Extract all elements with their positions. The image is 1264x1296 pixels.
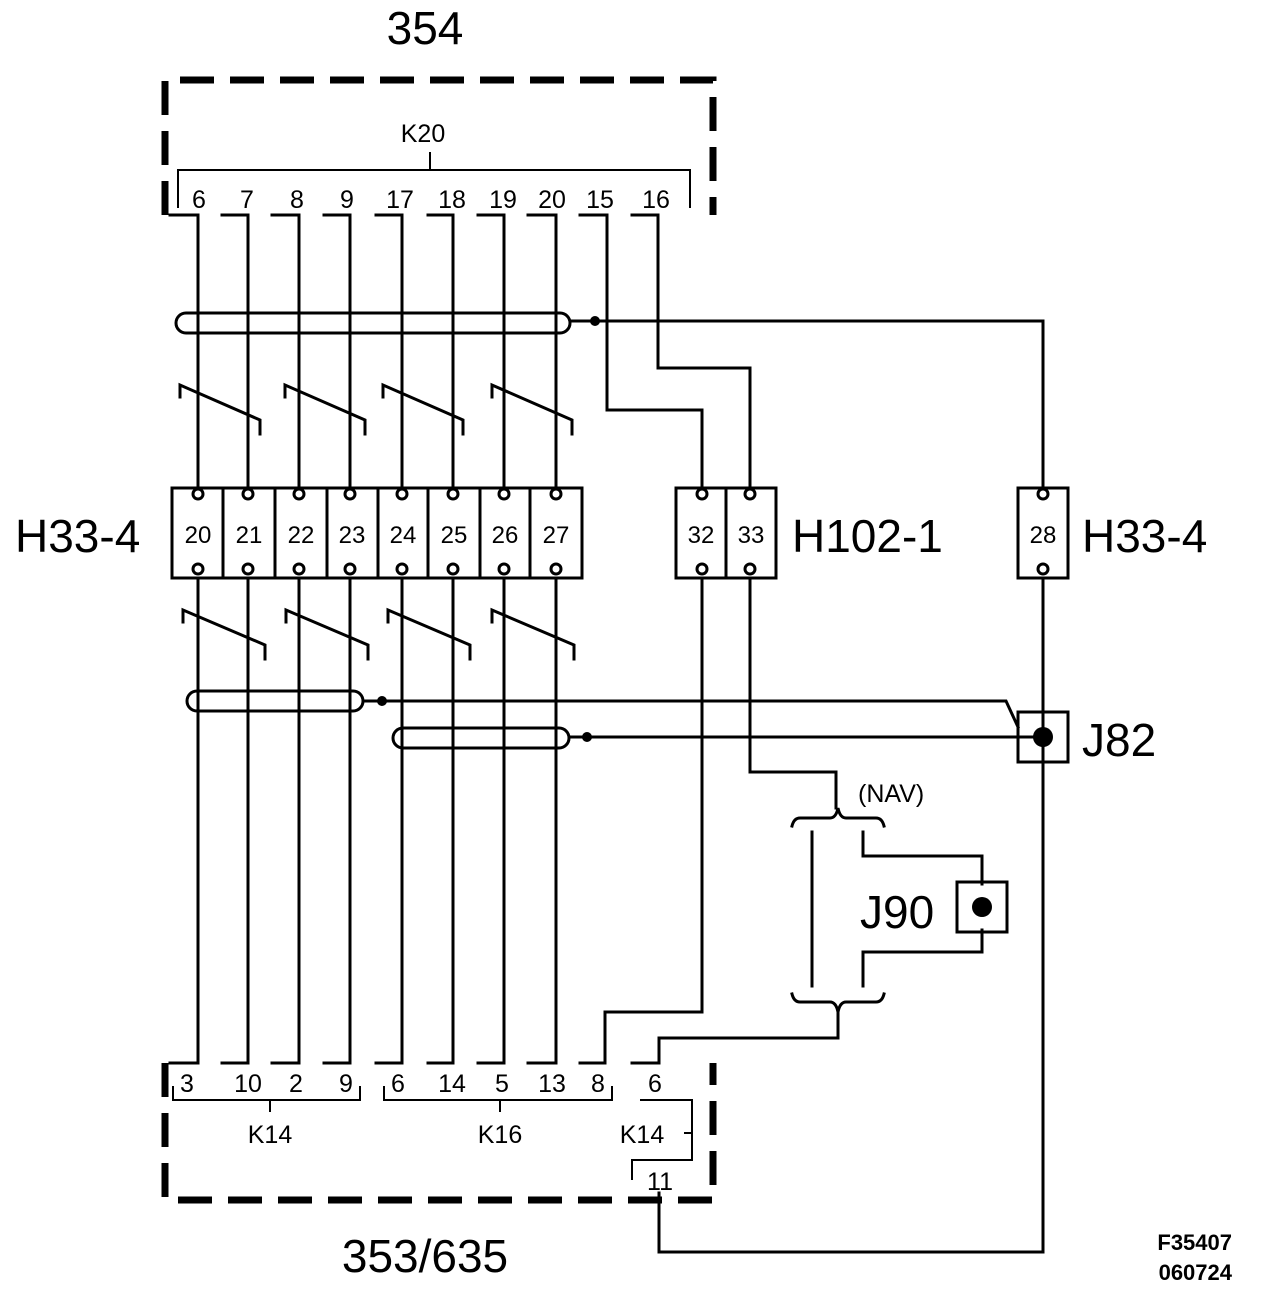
lower-wires <box>196 576 1045 1254</box>
bottom-pins: 3 10 2 9 6 14 5 13 8 6 11 <box>180 1070 673 1196</box>
figure-code-line2: 060724 <box>1159 1260 1233 1285</box>
k16-label: K16 <box>478 1121 522 1149</box>
j90-upper-wire <box>861 830 984 886</box>
k20-pin: 9 <box>340 186 354 214</box>
h33-cell: 23 <box>339 522 366 549</box>
k16-bracket <box>383 1086 613 1112</box>
h33-right-block: 28 <box>1016 486 1070 580</box>
k14-right-label: K14 <box>620 1121 665 1149</box>
k16-pin: 6 <box>391 1070 405 1098</box>
h33-cell: 25 <box>441 522 468 549</box>
k20-pin: 15 <box>586 186 614 214</box>
j90-lower-wire <box>861 928 984 988</box>
k14-left-pin: 10 <box>234 1070 262 1098</box>
k16-pin: 14 <box>438 1070 466 1098</box>
shield-right <box>391 726 571 750</box>
h33-cell: 22 <box>288 522 315 549</box>
k14-left-pin: 2 <box>289 1070 303 1098</box>
k14-right-pin: 11 <box>647 1168 673 1196</box>
k20-bracket <box>177 152 691 208</box>
k14-left-pin: 9 <box>339 1070 353 1098</box>
k20-pin: 20 <box>538 186 566 214</box>
k20-pin: 19 <box>489 186 517 214</box>
j90-label: J90 <box>860 886 934 938</box>
k16-pin: 8 <box>591 1070 605 1098</box>
h33-cell: 21 <box>236 522 263 549</box>
j82-label: J82 <box>1082 714 1156 766</box>
j90-box <box>955 880 1009 934</box>
shield-drain-wire <box>568 319 1045 490</box>
h102-cell: 32 <box>688 522 715 549</box>
unit-353-label: 353/635 <box>342 1230 508 1282</box>
k20-pin: 6 <box>192 186 206 214</box>
nav-brace-top <box>790 807 886 828</box>
k20-label: K20 <box>401 120 445 148</box>
h33-cell: 24 <box>390 522 417 549</box>
twist-marks-top <box>178 382 574 436</box>
unit-354-outline <box>161 76 717 215</box>
figure-code-line1: F35407 <box>1157 1230 1232 1255</box>
h33-cell: 26 <box>492 522 519 549</box>
k20-pin: 7 <box>240 186 254 214</box>
top-shield <box>174 311 572 335</box>
j82-box <box>1016 710 1070 764</box>
h33-cell: 27 <box>543 522 570 549</box>
shield-left-drain <box>361 699 1020 729</box>
h102-cell: 33 <box>738 522 765 549</box>
k20-stubs <box>168 213 752 490</box>
h102-block: 32 33 <box>674 486 778 580</box>
nav-brace-bottom <box>790 992 886 1013</box>
k14-left-label: K14 <box>248 1121 293 1149</box>
k14-left-pin: 3 <box>180 1070 194 1098</box>
k14-left-bracket <box>172 1086 361 1112</box>
k20-pin: 17 <box>386 186 414 214</box>
k20-pin: 16 <box>642 186 670 214</box>
unit-353-outline <box>161 1063 717 1204</box>
twist-marks-bottom <box>181 607 576 661</box>
h33-left-block: 20 21 22 23 24 25 26 27 <box>170 486 584 580</box>
nav-to-k14-wire <box>657 1010 840 1065</box>
h33-right-cell: 28 <box>1030 522 1057 549</box>
shield-left <box>185 689 365 713</box>
unit-354-label: 354 <box>387 2 464 54</box>
k14-right-pin: 6 <box>648 1070 662 1098</box>
k16-pin: 5 <box>495 1070 509 1098</box>
k16-pin: 13 <box>538 1070 566 1098</box>
nav-variant-label: (NAV) <box>858 780 924 808</box>
j82-dot <box>1033 727 1053 747</box>
k20-pin: 18 <box>438 186 466 214</box>
k20-pins: 6 7 8 9 17 18 19 20 15 16 <box>192 186 670 214</box>
j90-dot <box>972 897 992 917</box>
h33-left-label: H33-4 <box>15 510 140 562</box>
k20-pin: 8 <box>290 186 304 214</box>
h33-cell: 20 <box>185 522 212 549</box>
h33-right-label: H33-4 <box>1082 510 1207 562</box>
k14-right-bracket <box>631 1099 693 1180</box>
h102-label: H102-1 <box>792 510 943 562</box>
